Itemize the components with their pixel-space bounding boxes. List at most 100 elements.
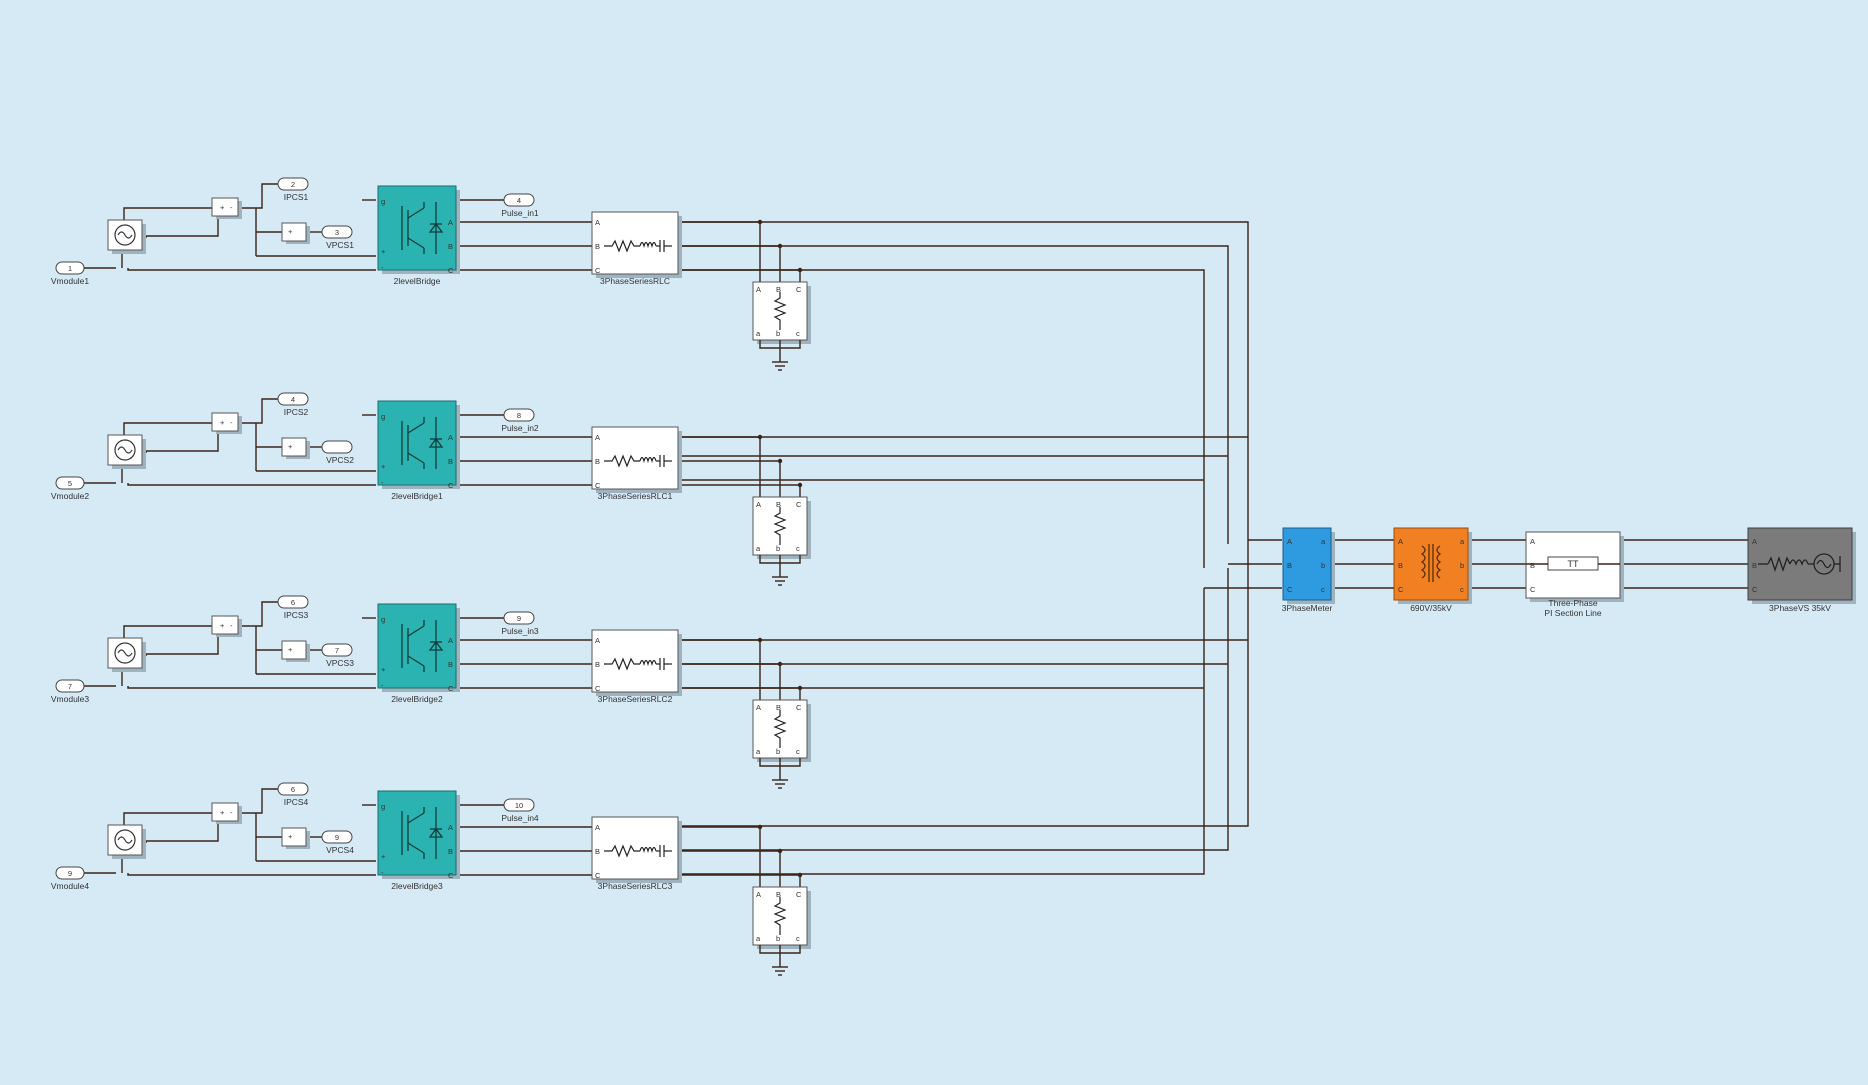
- source-port-a: A: [1752, 537, 1757, 546]
- sum-block[interactable]: +-: [211, 412, 242, 434]
- input-port-number: 7: [68, 682, 72, 691]
- sum-sign-minus: -: [230, 808, 233, 817]
- rlc-port-b: B: [595, 457, 600, 466]
- sum-sign-plus: +: [220, 621, 225, 630]
- load-port-a: A: [756, 285, 761, 294]
- transformer-label: 690V/35kV: [1410, 603, 1452, 613]
- dc-voltage-source[interactable]: [107, 434, 146, 469]
- input-port-label: Vmodule3: [51, 694, 90, 704]
- load-port-a-bottom: a: [756, 934, 761, 943]
- sum-sign-plus: +: [220, 418, 225, 427]
- bridge-port-g: g: [381, 802, 385, 811]
- output-port-vpcs[interactable]: VPCS2: [321, 440, 354, 465]
- three-phase-source-block[interactable]: A B C 3PhaseVS 35kV: [1747, 527, 1856, 613]
- bridge-port-plus: +: [381, 462, 386, 471]
- rlc-label: 3PhaseSeriesRLC3: [598, 881, 673, 891]
- pi-line-label-1: Three-Phase: [1548, 598, 1597, 608]
- pulse-port-label: Pulse_in2: [501, 423, 539, 433]
- three-phase-meter-block[interactable]: A B C a b c 3PhaseMeter: [1282, 527, 1335, 613]
- voltage-gain-block[interactable]: +: [281, 827, 310, 849]
- load-port-c: C: [796, 890, 802, 899]
- source-port-c: C: [1752, 585, 1758, 594]
- pi-section-line-block[interactable]: TT A B C Three-Phase PI Section Line: [1525, 531, 1624, 618]
- igbt-diode-icon: [401, 807, 444, 859]
- sum-block[interactable]: +-: [211, 615, 242, 637]
- bridge-port-c: C: [448, 871, 454, 880]
- pi-line-label-2: PI Section Line: [1544, 608, 1601, 618]
- vpcs-port-label: VPCS4: [326, 845, 354, 855]
- vpcs-port-number: 9: [335, 833, 339, 842]
- rlc-icon: [604, 844, 672, 858]
- input-port-number: 5: [68, 479, 72, 488]
- pi-port-a: A: [1530, 537, 1535, 546]
- bridge-port-c: C: [448, 481, 454, 490]
- xfmr-port-a: A: [1398, 537, 1403, 546]
- load-port-c: C: [796, 500, 802, 509]
- load-port-c-bottom: c: [796, 544, 800, 553]
- dc-voltage-source[interactable]: [107, 824, 146, 859]
- rlc-label: 3PhaseSeriesRLC: [600, 276, 670, 286]
- pulse-port-label: Pulse_in1: [501, 208, 539, 218]
- transformer-block[interactable]: A B C a b c 690V/35kV: [1393, 527, 1472, 613]
- xfmr-port-b-out: b: [1460, 561, 1464, 570]
- bridge-label: 2levelBridge2: [391, 694, 443, 704]
- meter-port-b: B: [1287, 561, 1292, 570]
- sum-block[interactable]: +-: [211, 197, 242, 219]
- meter-port-c: C: [1287, 585, 1293, 594]
- pi-port-b: B: [1530, 561, 1535, 570]
- vpcs-port-number: 7: [335, 646, 339, 655]
- sum-block[interactable]: +-: [211, 802, 242, 824]
- bridge-port-a: A: [448, 218, 453, 227]
- dc-voltage-source[interactable]: [107, 637, 146, 672]
- input-port-label: Vmodule4: [51, 881, 90, 891]
- resistor-icon: [773, 292, 787, 330]
- pulse-port-label: Pulse_in3: [501, 626, 539, 636]
- pcs-module-4: 9Vmodule4+-6IPCS4+9VPCS4g+-ABC2levelBrid…: [51, 782, 811, 976]
- ipcs-port-label: IPCS2: [284, 407, 309, 417]
- ipcs-port-label: IPCS4: [284, 797, 309, 807]
- dc-voltage-source[interactable]: [107, 219, 146, 254]
- rlc-port-b: B: [595, 847, 600, 856]
- ac-source-icon: [114, 642, 136, 664]
- ac-source-icon: [114, 829, 136, 851]
- ipcs-port-number: 6: [291, 598, 295, 607]
- ground-icon: [772, 779, 788, 789]
- pulse-port-label: Pulse_in4: [501, 813, 539, 823]
- bridge-port-c: C: [448, 266, 454, 275]
- voltage-gain-block[interactable]: +: [281, 222, 310, 244]
- voltage-gain-block[interactable]: +: [281, 437, 310, 459]
- bridge-port-minus: -: [381, 681, 384, 690]
- load-port-c: C: [796, 703, 802, 712]
- voltage-gain-block[interactable]: +: [281, 640, 310, 662]
- bridge-port-b: B: [448, 847, 453, 856]
- load-port-a: A: [756, 500, 761, 509]
